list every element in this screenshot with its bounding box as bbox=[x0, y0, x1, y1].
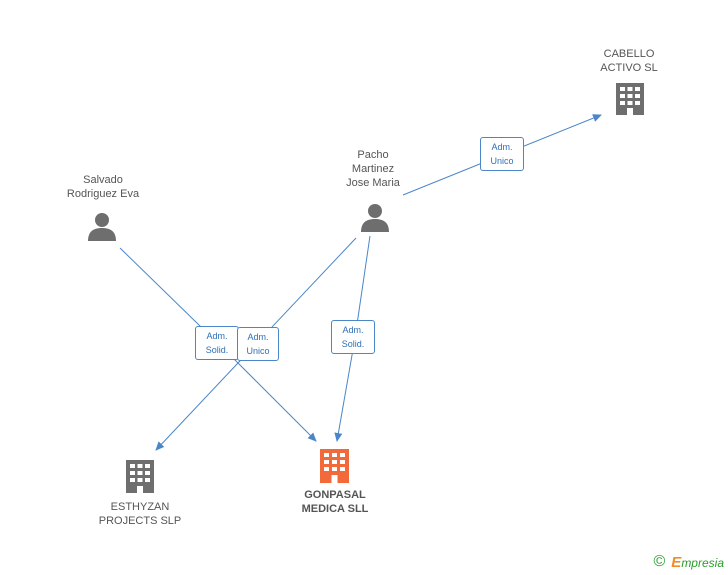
person-name: Salvado Rodriguez Eva bbox=[66, 174, 140, 200]
person-icon bbox=[361, 204, 389, 232]
node-salvado-rodriguez[interactable]: Salvado Rodriguez Eva bbox=[48, 173, 158, 201]
copyright-icon: © bbox=[653, 553, 666, 570]
node-cabello-activo[interactable]: CABELLO ACTIVO SL bbox=[586, 47, 672, 75]
company-name: CABELLO ACTIVO SL bbox=[600, 48, 658, 74]
relation-badge[interactable]: Adm. Solid. bbox=[195, 326, 239, 360]
empresia-watermark: © Empresia bbox=[654, 553, 725, 571]
person-name: Pacho Martinez Jose Maria bbox=[346, 149, 400, 189]
node-esthyzan-projects[interactable]: ESTHYZAN PROJECTS SLP bbox=[80, 500, 200, 528]
brand-logo: Empresia bbox=[671, 553, 724, 571]
person-icon bbox=[88, 213, 116, 241]
edge-hub-gonpasal bbox=[237, 362, 317, 442]
building-icon bbox=[320, 449, 349, 483]
relation-badge[interactable]: Adm. Unico bbox=[480, 137, 524, 171]
relation-badge[interactable]: Adm. Unico bbox=[237, 327, 279, 361]
building-icon bbox=[126, 460, 154, 493]
node-gonpasal-medica[interactable]: GONPASAL MEDICA SLL bbox=[280, 488, 390, 516]
building-icon bbox=[616, 83, 644, 115]
edge-hub-esthyzan bbox=[155, 362, 239, 451]
company-name: ESTHYZAN PROJECTS SLP bbox=[98, 501, 182, 527]
relation-badge[interactable]: Adm. Solid. bbox=[331, 320, 375, 354]
company-name: GONPASAL MEDICA SLL bbox=[301, 489, 369, 515]
node-pacho-martinez[interactable]: Pacho Martinez Jose Maria bbox=[328, 148, 418, 190]
